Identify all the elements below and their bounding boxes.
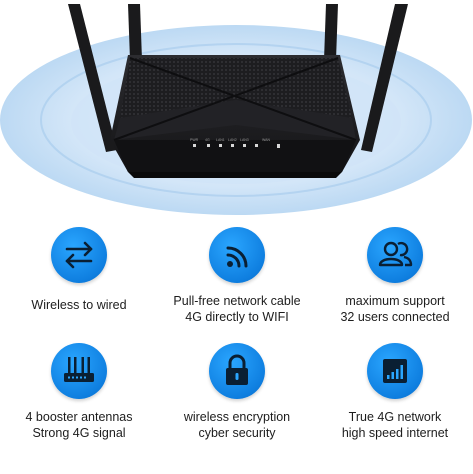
feature-grid: Wireless to wired Pull-free network cabl… xyxy=(0,215,473,474)
feature-wireless-to-wired: Wireless to wired xyxy=(0,227,158,313)
signal-bars-icon xyxy=(367,343,423,399)
users-icon xyxy=(367,227,423,283)
feature-text: maximum support 32 users connected xyxy=(316,293,473,325)
feature-text: Pull-free network cable 4G directly to W… xyxy=(158,293,316,325)
feature-line-2: cyber security xyxy=(198,426,276,440)
feature-text: True 4G network high speed internet xyxy=(316,409,473,441)
feature-booster-antennas: 4 booster antennas Strong 4G signal xyxy=(0,343,158,441)
port-label-lan1: LAN1 xyxy=(216,138,225,142)
wifi-signal-icon xyxy=(209,227,265,283)
feature-line-1: True 4G network xyxy=(348,410,442,424)
feature-line-1: maximum support xyxy=(345,294,445,308)
feature-line-2: 32 users connected xyxy=(340,310,450,324)
router-hero: PWR 4G LAN1 LAN2 LAN3 WAN xyxy=(0,0,473,215)
feature-line-2: 4G directly to WIFI xyxy=(185,310,289,324)
port-label-pwr: PWR xyxy=(190,138,199,142)
router-illustration: PWR 4G LAN1 LAN2 LAN3 WAN xyxy=(0,4,472,215)
port-label-wan: WAN xyxy=(262,138,271,142)
antenna-right-outer xyxy=(361,4,408,152)
feature-4g-network: True 4G network high speed internet xyxy=(316,343,473,441)
feature-text: 4 booster antennas Strong 4G signal xyxy=(0,409,158,441)
feature-line-1: wireless encryption xyxy=(183,410,291,424)
port-label-4g: 4G xyxy=(205,138,210,142)
feature-line-2: high speed internet xyxy=(341,426,449,440)
feature-max-users: maximum support 32 users connected xyxy=(316,227,473,325)
arrows-exchange-icon xyxy=(51,227,107,283)
feature-encryption: wireless encryption cyber security xyxy=(158,343,316,441)
port-label-lan2: LAN2 xyxy=(228,138,237,142)
feature-line-2: Strong 4G signal xyxy=(32,426,126,440)
feature-network-cable: Pull-free network cable 4G directly to W… xyxy=(158,227,316,325)
feature-line-1: 4 booster antennas xyxy=(25,410,133,424)
feature-line-1: Pull-free network cable xyxy=(173,294,301,308)
feature-text: wireless encryption cyber security xyxy=(158,409,316,441)
antenna-right-inner xyxy=(324,4,338,60)
status-leds xyxy=(193,144,280,148)
antenna-left-inner xyxy=(128,4,142,60)
antenna-left-outer xyxy=(68,4,117,152)
router-icon xyxy=(51,343,107,399)
port-label-lan3: LAN3 xyxy=(240,138,249,142)
lock-icon xyxy=(209,343,265,399)
feature-text: Wireless to wired xyxy=(0,297,158,313)
feature-line-1: Wireless to wired xyxy=(31,298,127,312)
